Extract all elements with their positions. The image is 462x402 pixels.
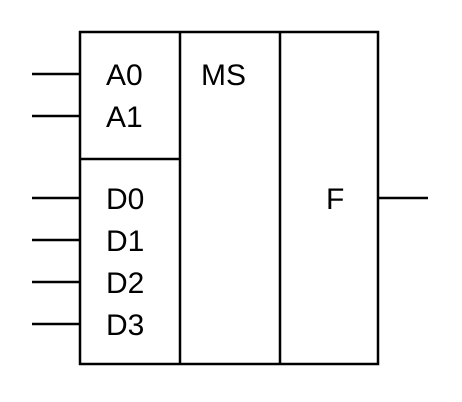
output-label: F: [326, 183, 344, 216]
address-input-label-a1: A1: [106, 101, 143, 134]
data-input-label-d0: D0: [106, 183, 144, 216]
address-input-label-a0: A0: [106, 59, 143, 92]
function-label: MS: [201, 59, 246, 92]
data-input-label-d1: D1: [106, 225, 144, 258]
data-input-label-d3: D3: [106, 309, 144, 342]
data-input-label-d2: D2: [106, 267, 144, 300]
